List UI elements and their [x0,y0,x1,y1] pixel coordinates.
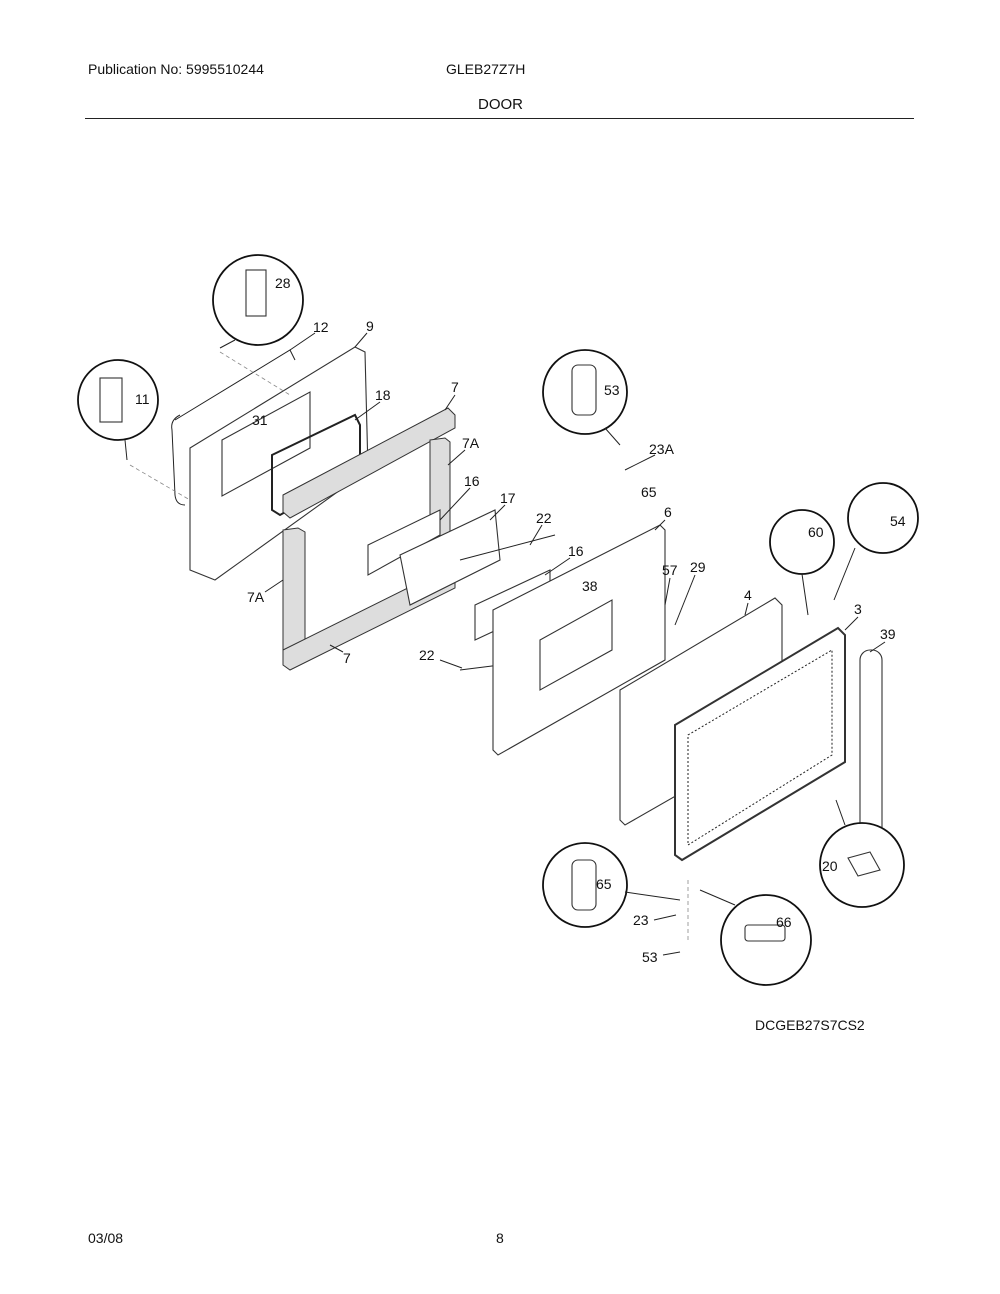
callout-16-inner: 16 [464,473,480,489]
section-title: DOOR [478,96,523,113]
callout-22-upper: 22 [536,510,552,526]
channel-strip-upper [459,534,556,561]
callout-60: 60 [808,524,824,540]
footer-date: 03/08 [88,1230,124,1246]
callout-20: 20 [822,858,838,874]
callout-54: 54 [890,513,906,529]
footer-page-number: 8 [496,1230,504,1246]
callout-38: 38 [582,578,598,594]
window-pack-bracket [399,509,501,606]
door-handle [859,649,883,851]
callout-7A-left: 7A [247,589,265,605]
callout-7A-right: 7A [462,435,480,451]
detail-circles [77,254,919,986]
publication-number: Publication No: 5995510244 [88,61,264,77]
callout-65-bottom: 65 [596,876,612,892]
callout-12: 12 [313,319,329,335]
callout-7-top: 7 [451,379,459,395]
callout-18: 18 [375,387,391,403]
callout-23: 23 [633,912,649,928]
model-number: GLEB27Z7H [446,61,526,77]
callout-16-outer: 16 [568,543,584,559]
callout-9: 9 [366,318,374,334]
callout-22-lower: 22 [419,647,435,663]
window-glass-inner [367,509,441,576]
callout-4: 4 [744,587,752,603]
callout-28: 28 [275,275,291,291]
callout-7-bottom: 7 [343,650,351,666]
callout-39: 39 [880,626,896,642]
callout-11: 11 [135,391,150,407]
callout-53-top: 53 [604,382,620,398]
callout-57: 57 [662,562,678,578]
callout-31: 31 [252,412,268,428]
door-frame [674,626,846,862]
callout-17: 17 [500,490,516,506]
header-divider [85,118,914,119]
callout-29: 29 [690,559,706,575]
callout-23A: 23A [649,441,675,457]
callout-53-bottom: 53 [642,949,658,965]
callout-66: 66 [776,914,792,930]
callout-6: 6 [664,504,672,520]
diagram-code: DCGEB27S7CS2 [755,1017,865,1033]
callout-65-top: 65 [641,484,657,500]
callout-3: 3 [854,601,862,617]
inner-door-liner [171,346,369,581]
